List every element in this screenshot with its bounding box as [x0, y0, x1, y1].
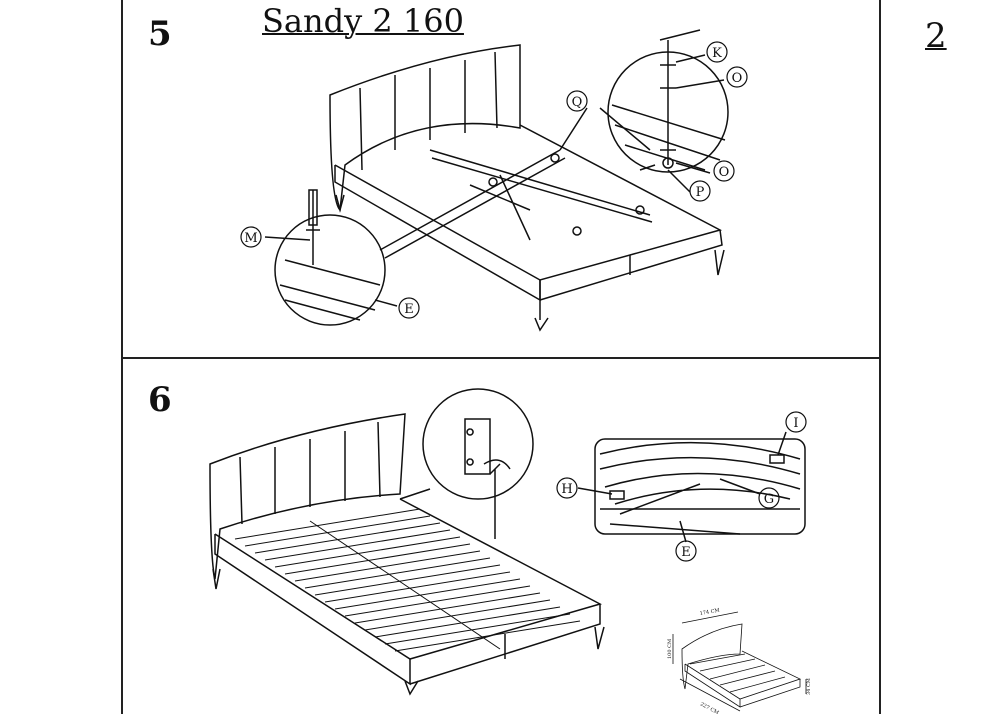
callout-o-bottom — [713, 160, 735, 182]
dimension-leg-height: 34 CM — [806, 678, 812, 695]
callout-o-label: O — [732, 71, 743, 86]
callout-g — [758, 487, 780, 509]
callout-k-label: K — [712, 46, 722, 61]
callout-i — [785, 411, 807, 433]
callout-p-label: P — [696, 185, 705, 200]
callout-e-label: E — [404, 302, 414, 317]
callout-e — [675, 540, 697, 562]
callout-i-label: I — [793, 416, 798, 431]
callout-e-label: E — [681, 545, 691, 560]
dimension-diagram — [672, 611, 807, 712]
callout-q-label: Q — [572, 95, 583, 110]
step-divider — [121, 357, 881, 359]
callout-q — [566, 90, 588, 112]
callout-o-label: O — [719, 165, 730, 180]
callout-g-label: G — [764, 492, 774, 507]
callout-o-top — [726, 66, 748, 88]
dimension-width: 174 CM — [699, 608, 720, 617]
callout-h — [556, 477, 578, 499]
page-title: Sandy 2 160 — [262, 2, 464, 40]
callout-m-label: M — [244, 231, 257, 246]
step-6-illustration: I H G E 174 CM 100 CM 227 CM 34 CM — [209, 388, 812, 714]
callout-m — [240, 226, 262, 248]
callout-p — [689, 180, 711, 202]
callout-e — [398, 297, 420, 319]
dimension-length: 227 CM — [699, 701, 720, 714]
callout-k — [706, 41, 728, 63]
step-5-illustration: K O Q O P M E — [240, 29, 748, 332]
callout-h-label: H — [561, 482, 572, 497]
step-6-number: 6 — [148, 380, 172, 420]
dimension-height: 100 CM — [667, 639, 673, 659]
step-5-number: 5 — [148, 14, 172, 54]
page-number: 2 — [925, 16, 947, 56]
